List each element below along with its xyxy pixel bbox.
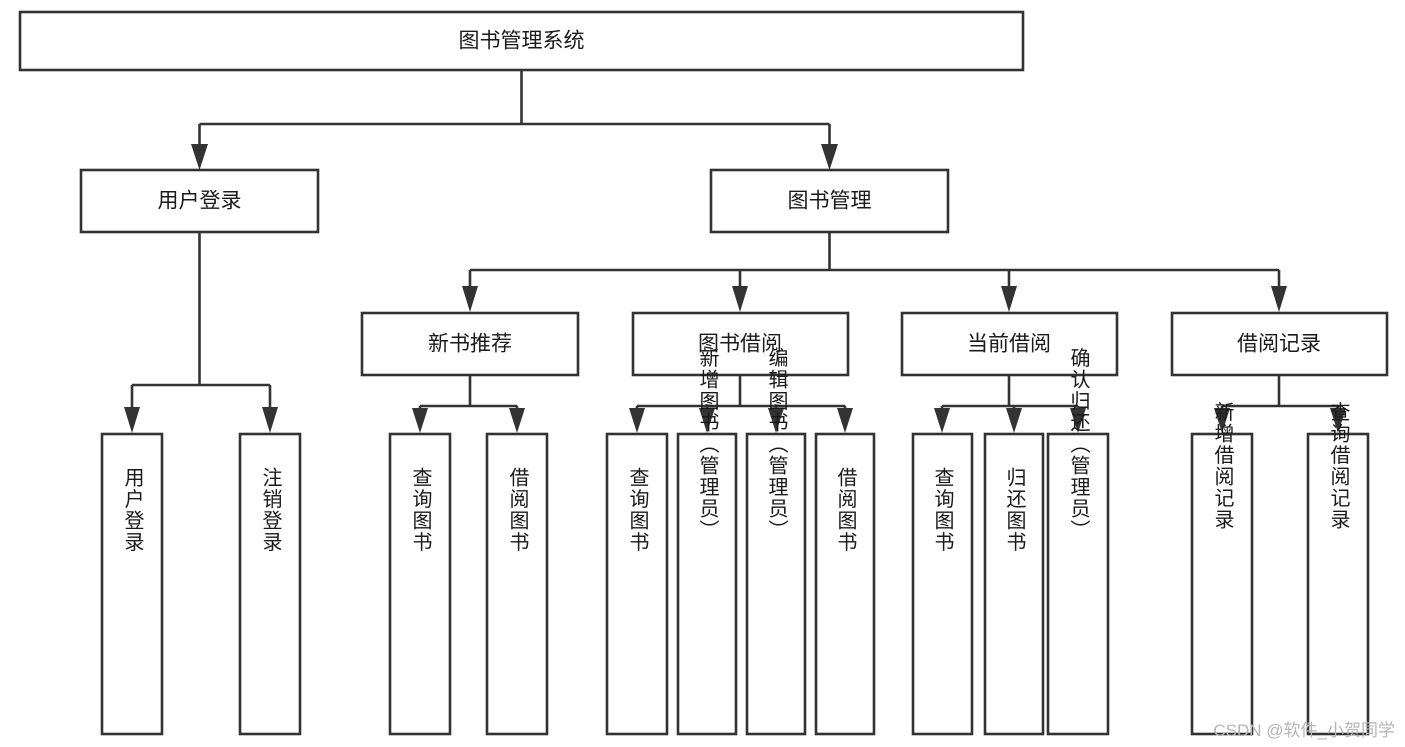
connector-group-root-to-level1 xyxy=(191,70,838,170)
node-leaf-edit-book-label: 编辑图书（管理员） xyxy=(765,347,788,541)
arrow-head-book-manage xyxy=(821,144,838,170)
node-leaf-return-book-box[interactable] xyxy=(983,432,1045,736)
node-leaf-logout-label: 注销登录 xyxy=(259,467,282,553)
node-leaf-add-record[interactable]: 新增借阅记录 xyxy=(1190,401,1254,736)
connector-group-borrow-record-to-leaves xyxy=(1214,375,1346,433)
arrow-head-leaf-add-record xyxy=(1214,408,1230,433)
connector-group-current-borrow-to-leaves xyxy=(934,375,1086,433)
node-leaf-borrow-book-box[interactable] xyxy=(814,432,876,736)
arrow-head-leaf-query-book-cur xyxy=(934,408,950,433)
arrow-head-user-login xyxy=(191,144,208,170)
node-user-login-box[interactable] xyxy=(79,168,320,234)
node-borrow-record-label: 借阅记录 xyxy=(1237,333,1321,356)
arrow-head-new-book-rec xyxy=(462,286,478,312)
node-leaf-query-book-borrow-box[interactable] xyxy=(605,432,669,736)
arrow-head-leaf-add-book xyxy=(699,408,715,433)
node-leaf-add-record-label: 新增借阅记录 xyxy=(1211,401,1234,530)
arrow-head-leaf-borrow-book xyxy=(837,408,853,433)
arrow-head-borrow-record xyxy=(1271,286,1287,312)
csdn-watermark: CSDN @软件_小贺同学 xyxy=(1213,721,1395,740)
node-leaf-add-book-box[interactable] xyxy=(676,432,738,736)
node-book-borrow-box[interactable] xyxy=(631,311,850,377)
node-user-login[interactable]: 用户登录 xyxy=(79,168,320,234)
node-leaf-query-book-borrow-label: 查询图书 xyxy=(626,467,649,553)
node-book-manage[interactable]: 图书管理 xyxy=(709,168,950,234)
node-leaf-borrow-book-label: 借阅图书 xyxy=(834,467,857,553)
node-leaf-query-record[interactable]: 查询借阅记录 xyxy=(1306,401,1370,736)
node-new-book-rec-box[interactable] xyxy=(360,311,580,377)
node-leaf-query-record-label: 查询借阅记录 xyxy=(1327,401,1350,530)
node-new-book-rec[interactable]: 新书推荐 xyxy=(360,311,580,377)
node-leaf-borrow-book-rec-label: 借阅图书 xyxy=(506,467,529,553)
connector-group-user-login-to-leaves xyxy=(124,232,278,433)
node-leaf-query-book-borrow[interactable]: 查询图书 xyxy=(605,432,669,736)
arrow-head-leaf-query-book-rec xyxy=(412,408,428,433)
arrow-head-current-borrow xyxy=(1001,286,1017,312)
connector-group-book-borrow-to-leaves xyxy=(629,375,853,433)
node-borrow-record-box[interactable] xyxy=(1170,311,1389,377)
arrow-head-leaf-query-book-borrow xyxy=(629,408,645,433)
node-root-box[interactable] xyxy=(18,10,1025,72)
node-leaf-logout-box[interactable] xyxy=(238,432,302,736)
node-book-manage-box[interactable] xyxy=(709,168,950,234)
node-leaf-user-login-label: 用户登录 xyxy=(121,467,144,553)
node-leaf-user-login[interactable]: 用户登录 xyxy=(100,432,164,736)
node-user-login-label: 用户登录 xyxy=(158,190,242,213)
node-leaf-query-book-rec-box[interactable] xyxy=(388,432,452,736)
arrow-head-leaf-query-record xyxy=(1330,408,1346,433)
node-leaf-query-record-box[interactable] xyxy=(1306,432,1370,736)
arrow-head-leaf-borrow-book-rec xyxy=(509,408,525,433)
node-leaf-add-book-label: 新增图书（管理员） xyxy=(696,347,719,541)
node-leaf-return-book[interactable]: 归还图书 xyxy=(983,432,1045,736)
node-leaf-add-record-box[interactable] xyxy=(1190,432,1254,736)
arrow-head-leaf-logout xyxy=(262,407,278,433)
node-leaf-query-book-cur-box[interactable] xyxy=(911,432,974,736)
node-current-borrow-box[interactable] xyxy=(900,311,1119,377)
node-root[interactable]: 图书管理系统 xyxy=(18,10,1025,72)
node-leaf-add-book[interactable]: 新增图书（管理员） xyxy=(676,347,738,736)
node-leaf-return-book-label: 归还图书 xyxy=(1003,467,1026,553)
node-leaf-query-book-rec-label: 查询图书 xyxy=(409,467,432,553)
node-new-book-rec-label: 新书推荐 xyxy=(428,333,512,356)
node-leaf-confirm-return-label: 确认归还（管理员） xyxy=(1067,347,1090,541)
connector-group-new-book-rec-to-leaves xyxy=(412,375,525,433)
arrow-head-leaf-user-login xyxy=(124,407,140,433)
node-leaf-query-book-cur[interactable]: 查询图书 xyxy=(911,432,974,736)
node-current-borrow[interactable]: 当前借阅 xyxy=(900,311,1119,377)
node-leaf-borrow-book-rec-box[interactable] xyxy=(485,432,549,736)
node-leaf-confirm-return-box[interactable] xyxy=(1046,432,1110,736)
node-leaf-borrow-book-rec[interactable]: 借阅图书 xyxy=(485,432,549,736)
arrow-head-leaf-return-book xyxy=(1006,408,1022,433)
node-root-label: 图书管理系统 xyxy=(459,30,585,53)
node-leaf-user-login-box[interactable] xyxy=(100,432,164,736)
node-book-borrow-label: 图书借阅 xyxy=(698,333,782,356)
node-leaf-edit-book-box[interactable] xyxy=(745,432,807,736)
arrow-head-leaf-edit-book xyxy=(768,408,784,433)
node-leaf-query-book-cur-label: 查询图书 xyxy=(931,467,954,553)
node-leaf-confirm-return[interactable]: 确认归还（管理员） xyxy=(1046,347,1110,736)
node-leaf-borrow-book[interactable]: 借阅图书 xyxy=(814,432,876,736)
node-leaf-edit-book[interactable]: 编辑图书（管理员） xyxy=(745,347,807,736)
arrow-head-book-borrow xyxy=(732,286,748,312)
node-book-borrow[interactable]: 图书借阅 xyxy=(631,311,850,377)
node-leaf-logout[interactable]: 注销登录 xyxy=(238,432,302,736)
node-book-manage-label: 图书管理 xyxy=(788,190,872,213)
node-borrow-record[interactable]: 借阅记录 xyxy=(1170,311,1389,377)
node-current-borrow-label: 当前借阅 xyxy=(967,333,1051,356)
node-leaf-query-book-rec[interactable]: 查询图书 xyxy=(388,432,452,736)
connector-group-book-manage-to-level2 xyxy=(462,232,1287,312)
arrow-head-leaf-confirm-return xyxy=(1070,408,1086,433)
